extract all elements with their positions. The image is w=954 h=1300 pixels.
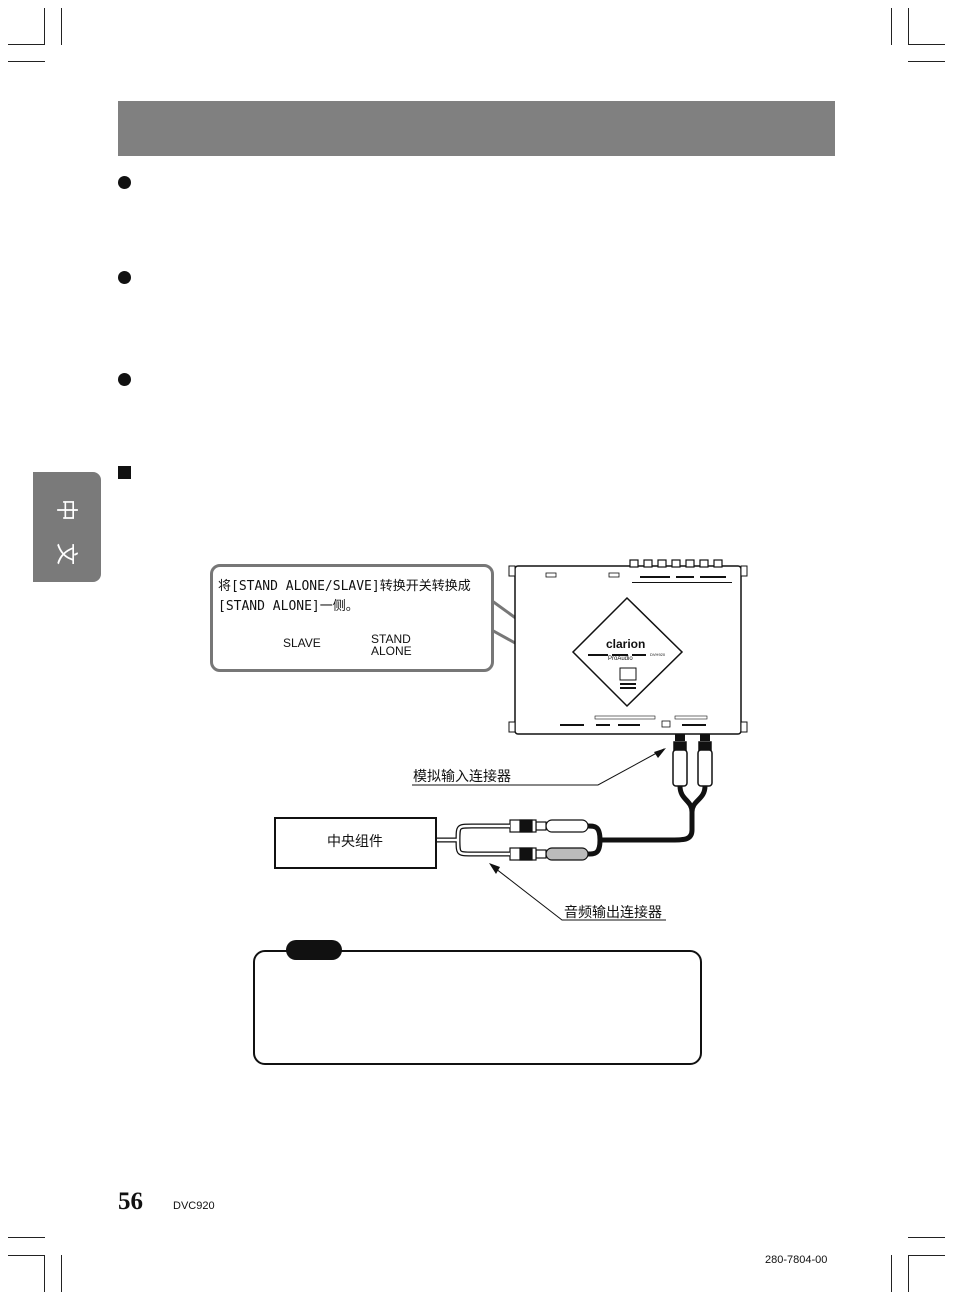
section-header-bar [118,101,835,156]
crop-mark-bottom-right-v2 [908,1255,909,1292]
crop-mark-bottom-left-h2 [8,1255,45,1256]
crop-mark-bottom-left-v2 [61,1255,62,1292]
callout-text-line1: 将[STAND ALONE/SLAVE]转换开关转换成 [218,579,471,594]
device-top-markings [545,572,732,583]
device-sub-brand: ProAudio [608,656,633,662]
device-top-knobs [629,559,723,568]
model-name: DVC920 [173,1200,215,1212]
rca-plug-left [672,741,688,787]
crop-mark-top-right-v2 [908,8,909,45]
switch-label-stand: STAND [371,632,411,646]
device-brand: clarion [606,637,646,651]
plug-pair-red [509,847,589,861]
crop-mark-top-right-h1 [908,44,945,45]
analog-input-leader [412,748,665,786]
device-model: DVH920 [650,652,666,657]
crop-mark-top-left-h1 [8,44,45,45]
central-unit-label: 中央组件 [327,834,383,850]
crop-mark-top-left-h2 [8,61,45,62]
crop-mark-top-left-v2 [61,8,62,45]
plug-pair-white [509,819,589,833]
device-logo-markings [588,654,646,689]
central-unit-box [274,817,437,869]
bullet-3 [118,373,131,386]
page-number: 56 [118,1188,143,1215]
bullet-2 [118,271,131,284]
note-tab [286,940,342,960]
audio-output-label: 音频输出连接器 [564,905,662,921]
crop-mark-bottom-right-h1 [908,1237,945,1238]
callout-box [210,564,494,672]
device-logo-diamond [571,596,684,708]
crop-mark-top-left-v1 [44,8,45,45]
crop-mark-bottom-right-h2 [908,1255,945,1256]
switch-label-slave: SLAVE [283,636,321,650]
crop-mark-bottom-left-h1 [8,1237,45,1238]
bullet-1 [118,176,131,189]
callout-text-line2: [STAND ALONE]一侧。 [218,599,359,614]
analog-input-label: 模拟输入连接器 [413,769,511,785]
crop-mark-bottom-right-v1 [891,1255,892,1292]
switch-label-alone: ALONE [371,644,412,658]
crop-mark-top-right-h2 [908,61,945,62]
crop-mark-bottom-left-v1 [44,1255,45,1292]
rca-plug-right [697,741,713,787]
square-bullet [118,466,131,479]
device-bottom-markings [560,715,708,728]
audio-output-leader [490,864,666,921]
cable-main [600,785,695,843]
note-box [253,950,702,1065]
document-code: 280-7804-00 [765,1254,828,1266]
language-side-tab: 中 文 [33,472,101,582]
crop-mark-top-right-v1 [891,8,892,45]
